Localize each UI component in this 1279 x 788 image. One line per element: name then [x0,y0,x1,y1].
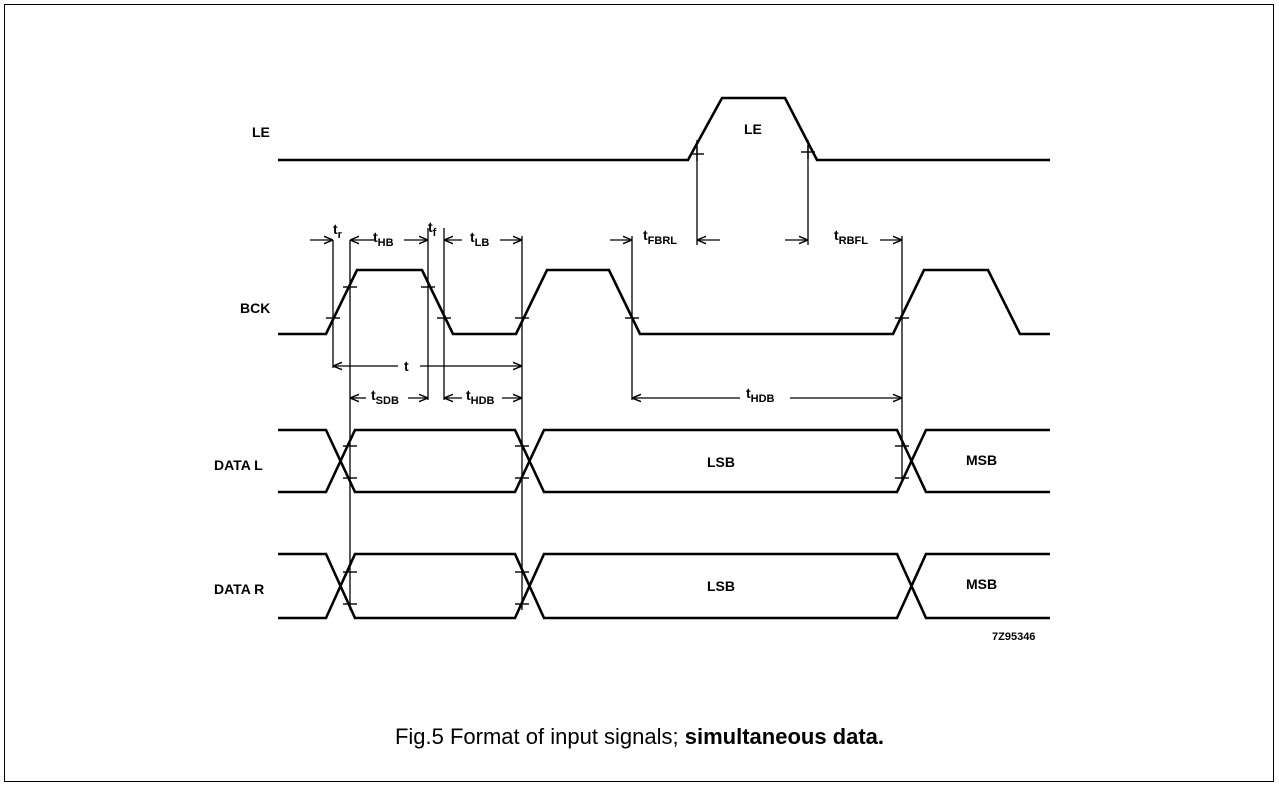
label-thb: tHB [373,229,394,249]
label-t: t [404,358,409,374]
tick-marks [326,145,909,605]
data-l-waveform [278,428,1050,494]
data-l-msb-label: MSB [966,452,997,468]
reference-lines [332,140,903,610]
label-tlb: tLB [470,229,489,249]
figure-caption: Fig.5 Format of input signals; simultane… [0,724,1279,750]
label-tsdb: tSDB [371,387,399,407]
signal-label-le: LE [252,124,270,140]
timing-arrows [310,240,902,398]
label-tfbrl: tFBRL [643,227,677,247]
bck-waveform [278,268,1050,336]
caption-bold: simultaneous data. [684,724,885,749]
signal-label-data-l: DATA L [214,457,263,473]
label-thdb-2: tHDB [746,385,775,405]
data-r-lsb-label: LSB [707,578,735,594]
data-l-lsb-label: LSB [707,454,735,470]
label-tf: tf [428,219,437,239]
data-r-msb-label: MSB [966,576,997,592]
signal-label-data-r: DATA R [214,581,264,597]
label-tr: tr [333,221,343,241]
figure-code: 7Z95346 [992,631,1035,643]
figure-frame [4,4,1274,782]
le-waveform [278,96,1050,162]
data-r-waveform [278,552,1050,620]
label-trbfl: tRBFL [834,227,868,247]
caption-prefix: Fig.5 Format of input signals; [394,724,685,749]
le-pulse-label: LE [744,121,762,137]
label-thdb-1: tHDB [466,387,495,407]
signal-label-bck: BCK [240,300,270,316]
